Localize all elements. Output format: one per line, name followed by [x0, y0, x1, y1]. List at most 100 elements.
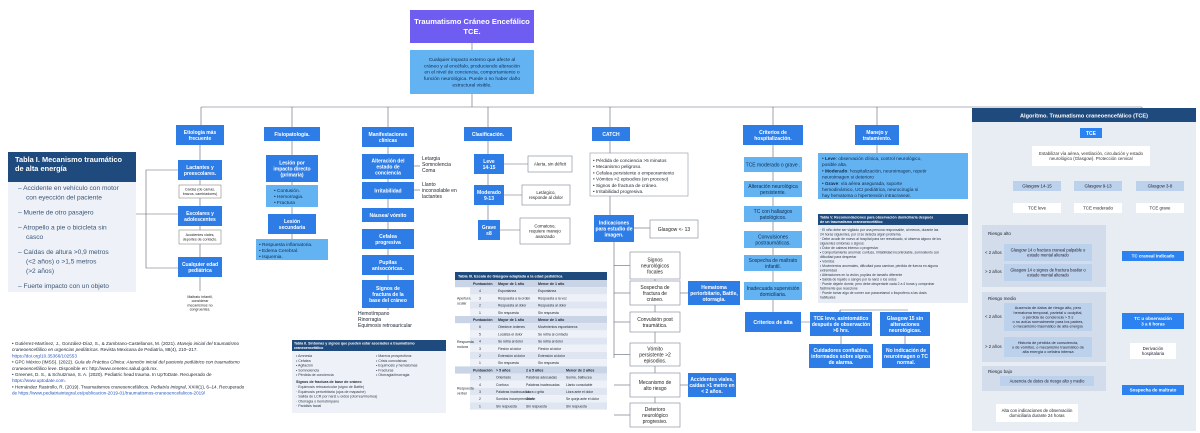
- catch-item: • Signos de fractura de cráneo.: [593, 183, 657, 188]
- manifestacion-box-label: Pupilas: [379, 260, 397, 266]
- deterioro-box: [629, 402, 681, 428]
- table3-cell: Obedece órdenes: [498, 325, 525, 329]
- irritabilidad-note: inconsolable en: [422, 188, 457, 194]
- table3-title: Tabla III. Escala de Glasgow adaptada a …: [458, 275, 563, 279]
- algo-medio-a: [1004, 303, 1092, 331]
- manifestacion-box-label: anisocóricas.: [372, 266, 405, 272]
- algo-medio-b-label: o de vómitos, o mecanismo traumático de: [1012, 344, 1084, 349]
- table5-body: [818, 225, 968, 303]
- algo-tc-observacion-label: TC u observación: [1134, 316, 1172, 321]
- table3-head-cell: Menor de 2 años: [566, 368, 594, 372]
- alta-no-indicacion-box: [882, 344, 930, 368]
- leve-note-label: Alerta, sin déficit: [534, 162, 567, 167]
- algo-age: < 2 años: [985, 314, 1002, 319]
- table3-cell: Respuesta a la orden: [498, 296, 530, 300]
- table3-cell: 3: [479, 347, 481, 351]
- convulsiones-criterio: [744, 231, 802, 248]
- inadecuada-criterio: [744, 282, 802, 300]
- definition-box-label: Cualquier impacto externo que afecte al: [429, 57, 515, 63]
- table5-header: [818, 214, 968, 225]
- table3-cell: Sin respuesta: [538, 361, 559, 365]
- moderado-note: [521, 184, 571, 206]
- manifestacion-box: [362, 182, 414, 199]
- table3-row: [470, 380, 607, 388]
- table3-head-cell: Puntuación: [473, 368, 493, 372]
- table3-head-cell: Mayor de 1 año: [498, 282, 525, 286]
- algo-alta-domiciliaria-label: domiciliaria durante 24 horas: [1009, 413, 1064, 418]
- table3-cell: Se retira al contacto: [538, 332, 568, 336]
- alta-cuidadores-box: [809, 344, 873, 368]
- leve-note: [527, 155, 573, 173]
- table3-cell: 1: [479, 404, 481, 408]
- algo-tce: [1080, 128, 1102, 138]
- table3-cell: Sin respuesta: [498, 311, 519, 315]
- primaria-item: • Fractura: [274, 200, 295, 206]
- lactantes-note-label: brazos, cambiadores): [183, 192, 218, 196]
- table4-item: • Cefalea: [296, 359, 311, 363]
- manifestacion-box: [362, 280, 414, 308]
- lesion-primaria-box-label: impacto directo: [273, 166, 310, 172]
- table3-cell: Flexión al dolor: [498, 347, 522, 351]
- manejo-items: [818, 153, 968, 199]
- algo-medio-b: [1004, 337, 1092, 357]
- glasgow-box: [649, 219, 699, 239]
- escolares-note-label: Accidentes viales,: [186, 233, 215, 237]
- algo-sospecha-maltrato-label: Sospecha de maltrato: [1130, 388, 1177, 393]
- table5-line: • Comportamiento anormal: confuso, irrit…: [820, 251, 939, 255]
- grave-note-label: requiere manejo: [529, 229, 561, 234]
- signos-box: [629, 251, 681, 280]
- base-craneo-note: Rinorragia: [358, 317, 381, 323]
- table3-cell: Flexión al dolor: [538, 347, 562, 351]
- sospecha-box-label: cráneo.: [647, 297, 664, 303]
- table3-head-cell: Menor de 1 año: [538, 318, 565, 322]
- table4-subtitle: Signos de fractura de base de cráneo: [296, 380, 362, 384]
- table5-line: dificultad para despertar: [820, 255, 857, 259]
- lactantes-box-label: preescolares.: [184, 171, 217, 177]
- table3-cell: 3: [479, 296, 481, 300]
- table3-row: [470, 402, 607, 410]
- algo-severity-label: TCE moderado: [1083, 206, 1113, 211]
- secundaria-item: • Respuesta inflamatoria.: [259, 242, 312, 248]
- table3-row: [470, 287, 607, 295]
- algo-medio-a-label: o mecanismo traumático de alta energía: [1013, 324, 1083, 329]
- mecanismo-box: [629, 372, 681, 398]
- grave-note: [519, 217, 571, 245]
- algo-alto-a: [1004, 244, 1092, 261]
- sospecha-box-label: fractura de: [643, 291, 667, 297]
- algo-alto-b-label: Glasgow 14 o signos de fractura basilar …: [1010, 267, 1086, 272]
- indicaciones-box-label: para estudio de: [596, 226, 633, 232]
- table4-item: · Parálisis facial: [296, 404, 321, 408]
- table1-header: [8, 152, 136, 182]
- hematoma-box-label: otorragia.: [702, 297, 726, 303]
- alta-glasgow15-box: [880, 312, 930, 336]
- algo-derivacion-label: Derivación: [1143, 346, 1164, 351]
- alteracion-criterio: [744, 181, 802, 197]
- table5-line: • Vómitos: [820, 260, 835, 264]
- catch-item: • Irritabilidad progresiva.: [593, 189, 643, 194]
- table3-head-cell: Mayor de 1 año: [498, 318, 525, 322]
- algo-glasgow: [1013, 181, 1061, 191]
- table3-head-cell: Puntuación: [473, 318, 493, 322]
- algo-severity-label: TCE grave: [1150, 206, 1172, 211]
- table3-cell: Respuesta al dolor: [538, 304, 567, 308]
- manejo-item: • Leve: observación clínica, control neu…: [822, 156, 922, 161]
- etiologia-header: [176, 125, 224, 145]
- manifestacion-box: [362, 208, 414, 222]
- table3-cell: Se retira al dolor: [498, 340, 524, 344]
- algo-alto-a-label: estado mental alterado: [1027, 252, 1069, 257]
- table3-cell: Llora ante el dolor: [566, 390, 594, 394]
- manejo-item: hay hematoma o hipertensión intracraneal…: [822, 193, 911, 198]
- algo-medio-b-label: Historia de pérdida de consciencia,: [1018, 340, 1079, 345]
- algo-tc-observacion-label: 3 a 6 horas: [1141, 321, 1165, 326]
- table5-line: • Salida de líquido o sangre por la nari…: [820, 278, 897, 282]
- lesion-secundaria-box-label: Lesión: [284, 219, 300, 225]
- fisio-header: [264, 127, 320, 141]
- table1-title: de alta energía: [15, 164, 68, 173]
- table4-item: · Salida de LCR por nariz u oídos (otorr…: [296, 395, 377, 399]
- table5-line: • Dolor de cabeza intenso o progresivo: [820, 246, 878, 250]
- base-craneo-note: Hemotímpano: [358, 311, 390, 317]
- algo-tc-craneal: [1122, 251, 1184, 261]
- table3-row: [470, 330, 607, 338]
- alta-cuidadores-box-label: de alarma.: [829, 360, 854, 366]
